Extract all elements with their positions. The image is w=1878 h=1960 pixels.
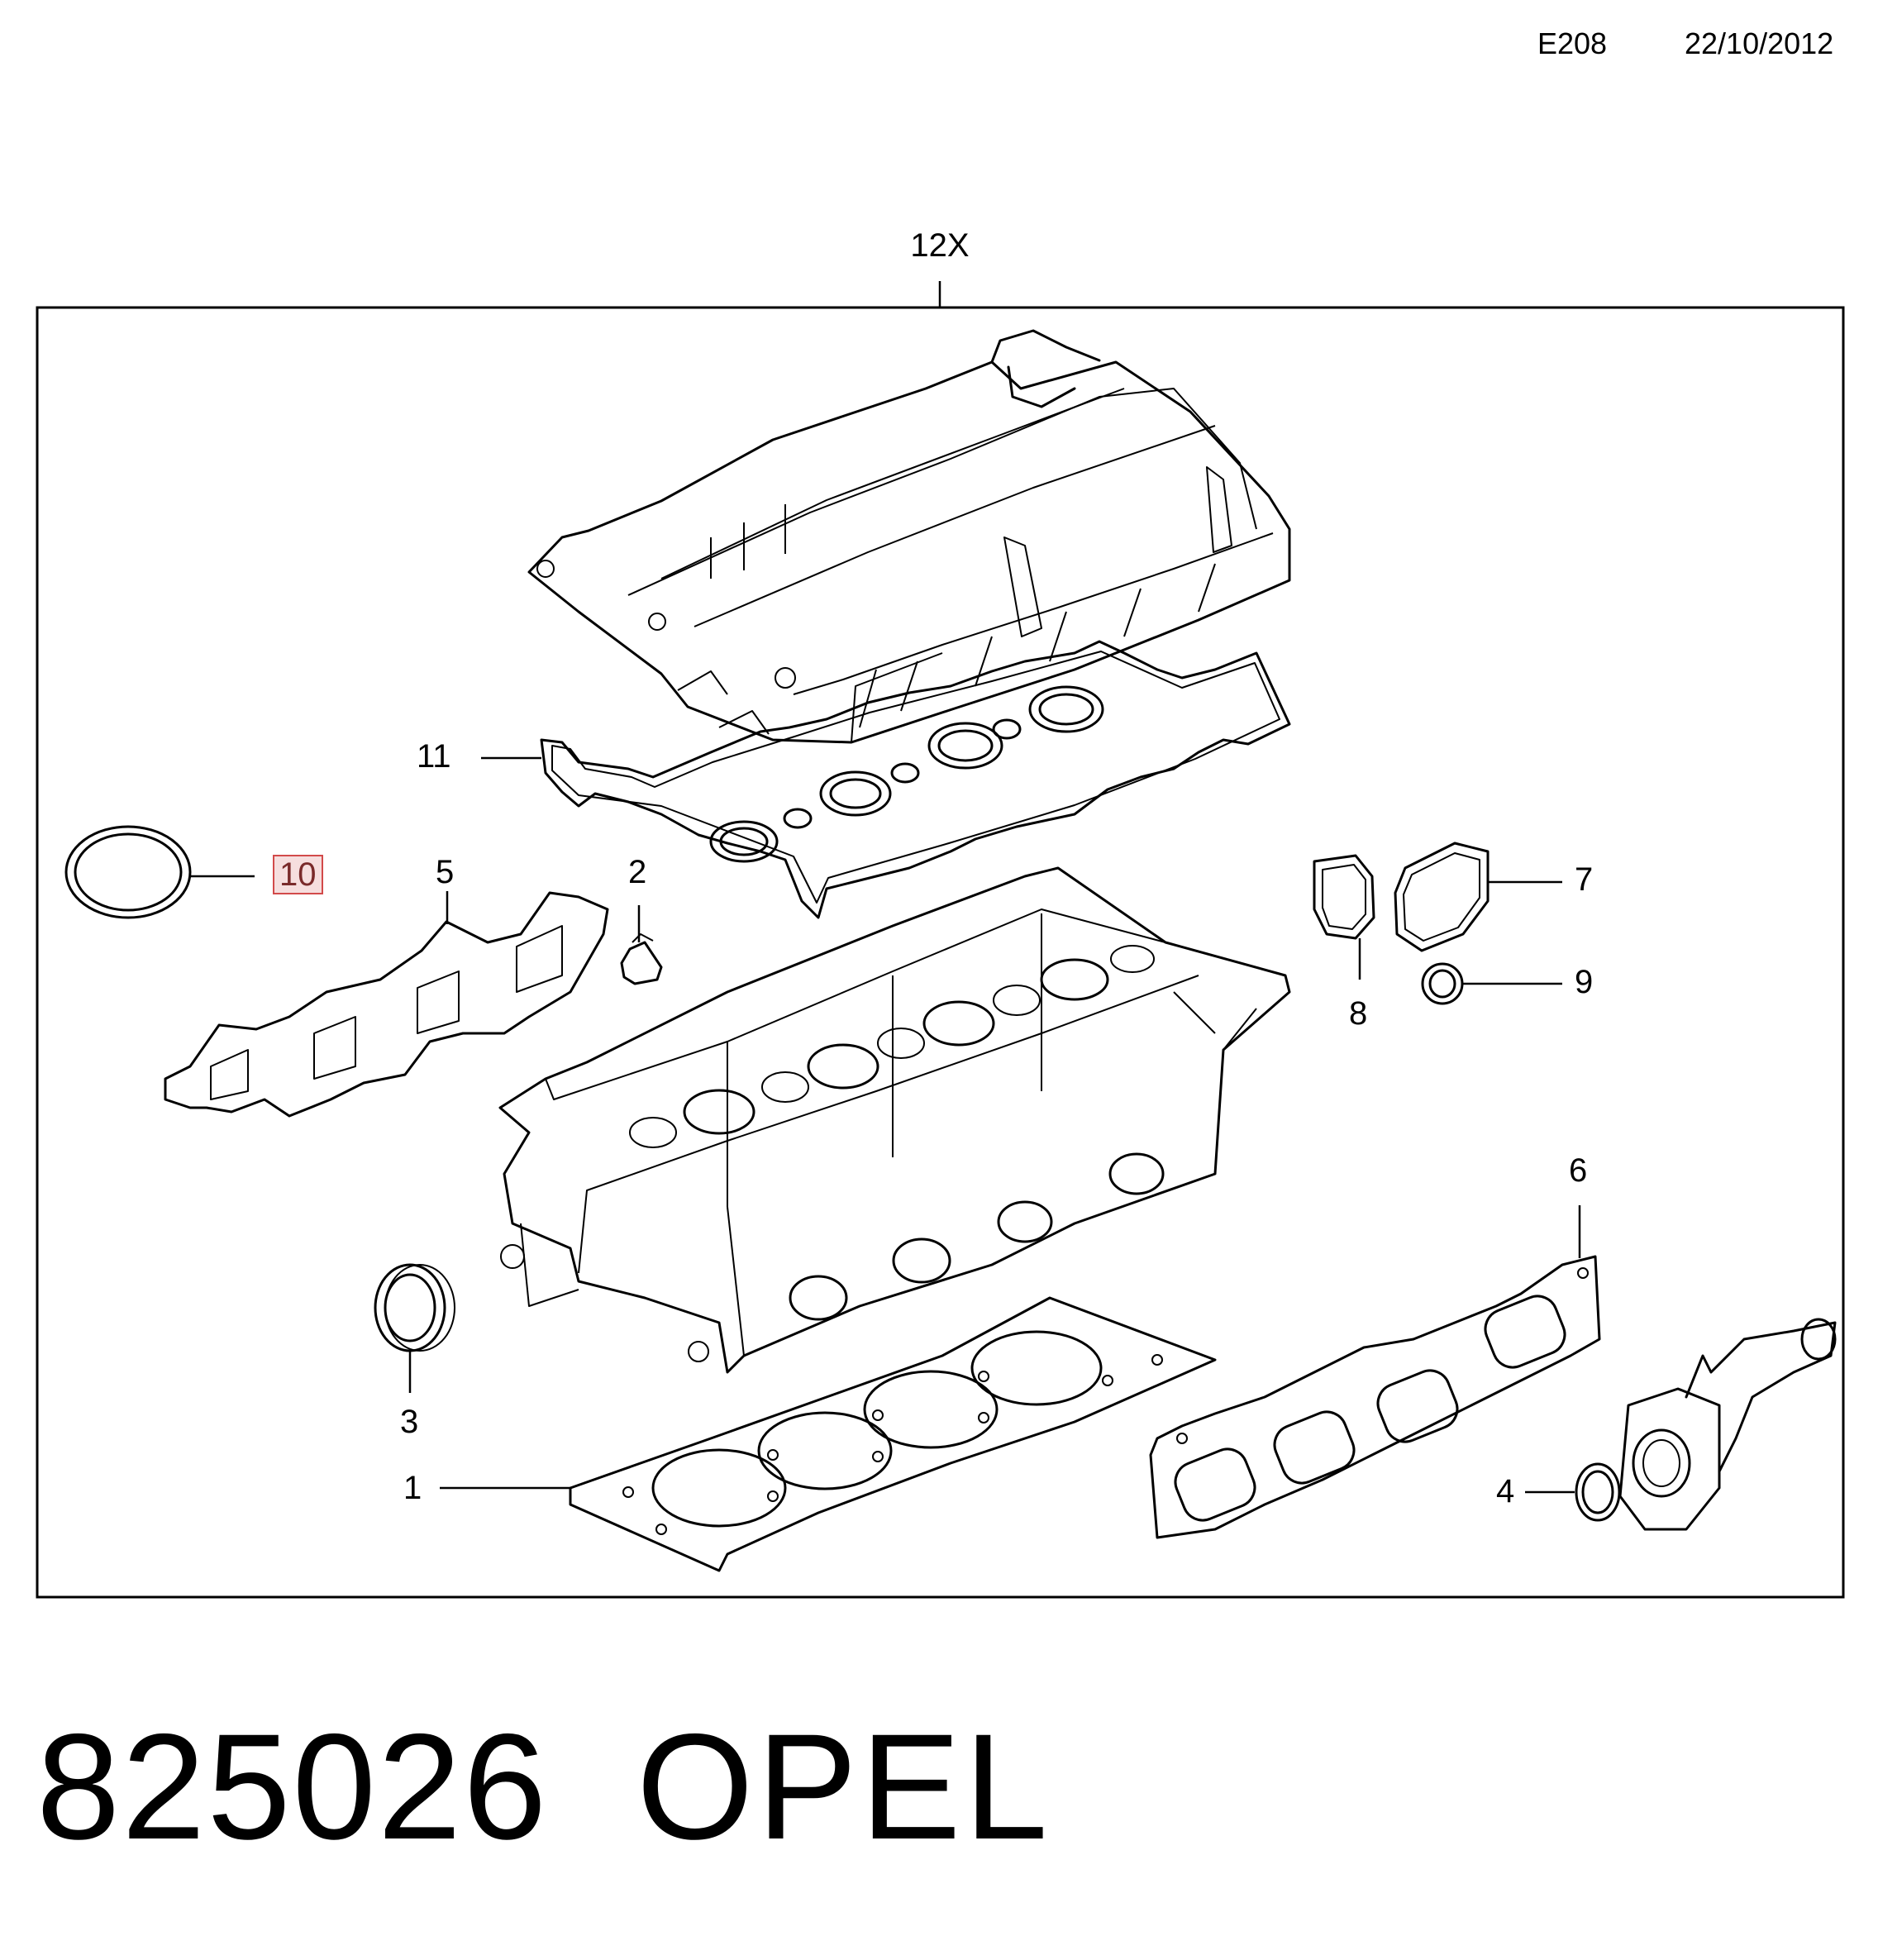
callout-11: 11 (417, 738, 451, 775)
assembly-label: 12X (910, 227, 969, 264)
callout-1: 1 (403, 1470, 422, 1506)
drawing-code: E208 (1537, 26, 1608, 60)
part-10-o-ring (64, 825, 192, 919)
exhaust-pipe-drawing (1618, 1318, 1837, 1531)
drawing-date: 22/10/2012 (1685, 26, 1834, 60)
part-4-seal-ring (1575, 1462, 1621, 1522)
part-2-valve-stem-seal (620, 933, 663, 985)
part-11-valve-cover-gasket (540, 640, 1291, 919)
valve-cover-drawing (527, 329, 1291, 744)
callout-7: 7 (1575, 861, 1594, 898)
part-9-o-ring (1421, 962, 1464, 1005)
part-6-exhaust-gasket (1149, 1255, 1601, 1539)
callout-10[interactable]: 10 (273, 855, 323, 894)
part-7-cover-gasket (1394, 842, 1490, 952)
footer-part-number: 825026 (36, 1702, 549, 1871)
part-3-shaft-seal (374, 1263, 455, 1352)
footer-brand: OPEL (636, 1702, 1051, 1871)
cylinder-head-drawing (498, 866, 1291, 1374)
callout-5: 5 (436, 854, 455, 890)
callout-3: 3 (400, 1404, 419, 1440)
part-5-intake-gasket (164, 891, 609, 1118)
callout-4: 4 (1496, 1473, 1515, 1509)
part-1-head-gasket (569, 1296, 1217, 1572)
part-8-square-gasket (1313, 854, 1375, 940)
callout-2: 2 (628, 854, 647, 890)
callout-9: 9 (1575, 964, 1594, 1000)
callout-8: 8 (1349, 995, 1368, 1032)
callout-6: 6 (1569, 1152, 1588, 1189)
